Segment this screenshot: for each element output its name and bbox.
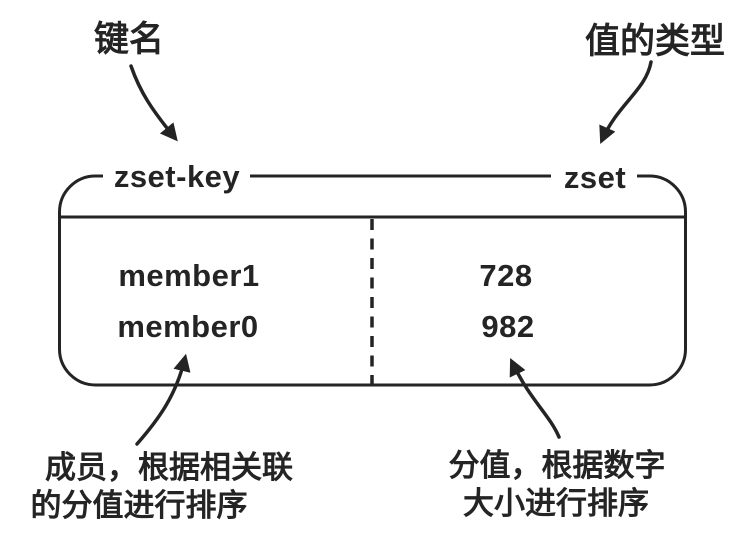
member-cell-row0: member1 bbox=[118, 258, 259, 293]
score-annotation-line2: 大小进行排序 bbox=[463, 486, 649, 521]
top-border-gap-mask-left bbox=[103, 161, 250, 191]
member-annotation: 成员，根据相关联 的分值进行排序 bbox=[31, 450, 294, 523]
member-annotation-line2: 的分值进行排序 bbox=[31, 488, 248, 523]
key-name-arrow bbox=[129, 64, 178, 142]
zset-key-label: zset-key bbox=[114, 159, 241, 194]
score-cell-row0: 728 bbox=[479, 258, 532, 293]
score-annotation-line1: 分值，根据数字 bbox=[449, 448, 666, 483]
score-annotation-arrow bbox=[509, 358, 561, 439]
zset-box: zset-key zset member1 728 member0 982 bbox=[58, 159, 687, 387]
score-annotation: 分值，根据数字 大小进行排序 bbox=[449, 448, 666, 521]
member-annotation-line1: 成员，根据相关联 bbox=[45, 450, 293, 485]
value-type-arrow bbox=[599, 60, 653, 144]
key-name-callout-label: 键名 bbox=[94, 20, 164, 59]
value-type-callout-label: 值的类型 bbox=[585, 22, 725, 61]
top-border-gap-mask-right bbox=[551, 161, 637, 191]
zset-type-label: zset bbox=[564, 160, 626, 195]
member-cell-row1: member0 bbox=[117, 309, 258, 344]
score-cell-row1: 982 bbox=[481, 309, 534, 344]
member-annotation-arrow bbox=[135, 353, 191, 446]
